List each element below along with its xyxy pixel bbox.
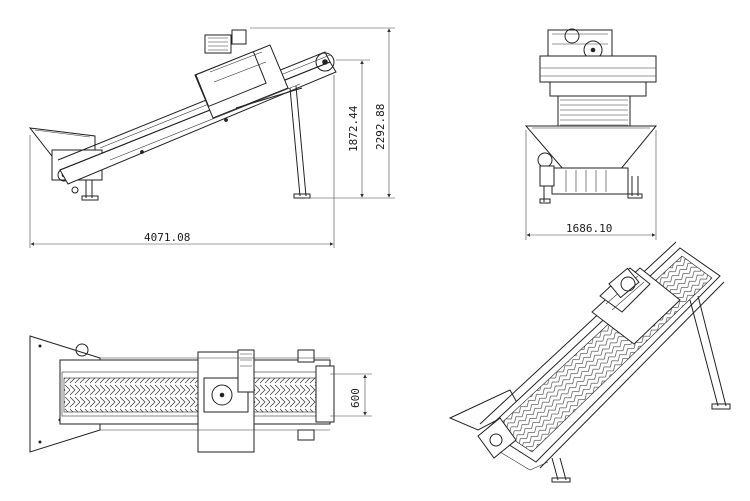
width-dimension: 1686.10 bbox=[566, 222, 612, 235]
side-view: 4071.08 1872.44 2292.88 bbox=[28, 27, 395, 248]
isometric-view bbox=[448, 241, 731, 483]
overall-height-dimension: 2292.88 bbox=[374, 104, 387, 150]
top-view: 600 bbox=[29, 335, 372, 453]
front-view: 1686.10 bbox=[524, 28, 658, 240]
length-dimension: 4071.08 bbox=[144, 231, 190, 244]
inner-height-dimension: 1872.44 bbox=[347, 105, 360, 152]
belt-width-dimension: 600 bbox=[349, 388, 362, 408]
